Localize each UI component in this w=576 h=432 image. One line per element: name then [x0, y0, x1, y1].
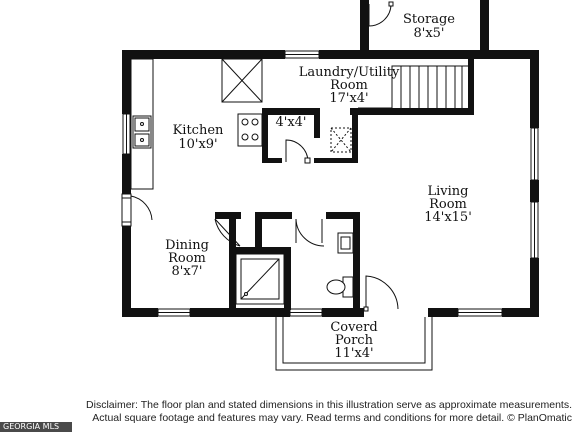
laundry-dims: 17'x4' [329, 91, 368, 106]
kitchen-fixtures [130, 58, 263, 190]
dining-dims: 8'x7' [171, 264, 202, 279]
bathroom-fixtures [235, 232, 354, 305]
windows [122, 50, 539, 317]
porch-outline [275, 317, 433, 371]
laundry-name-1: Laundry/Utility [299, 65, 400, 80]
exterior-walls [122, 50, 539, 317]
living-name-2: Room [429, 197, 467, 212]
laundry-name-2: Room [330, 78, 368, 93]
brand-logo: GEORGIA MLS [0, 422, 72, 432]
dining-name-2: Room [168, 251, 206, 266]
storage-dims: 8'x5' [413, 26, 444, 41]
kitchen-dims: 10'x9' [178, 137, 217, 152]
disclaimer-line-1: Disclaimer: The floor plan and stated di… [86, 399, 572, 411]
porch-dims: 11'x4' [334, 346, 373, 361]
dining-name-1: Dining [165, 238, 209, 253]
living-name-1: Living [428, 184, 469, 199]
closet-door [285, 139, 311, 164]
storage-name: Storage [403, 12, 455, 27]
storage-door [368, 1, 394, 27]
staircase [358, 65, 468, 109]
storage-walls [360, 0, 489, 56]
kitchen-name: Kitchen [173, 123, 224, 138]
interior-doors [214, 218, 325, 247]
living-dims: 14'x15' [424, 210, 472, 225]
water-heater [330, 127, 352, 153]
front-door [363, 275, 399, 312]
closet-dims: 4'x4' [275, 115, 306, 130]
disclaimer-line-2: Actual square footage and features may v… [92, 412, 572, 424]
side-door [121, 193, 153, 227]
porch-name-1: Coverd [330, 320, 377, 335]
porch-name-2: Porch [335, 333, 374, 348]
interior-walls [215, 56, 474, 310]
